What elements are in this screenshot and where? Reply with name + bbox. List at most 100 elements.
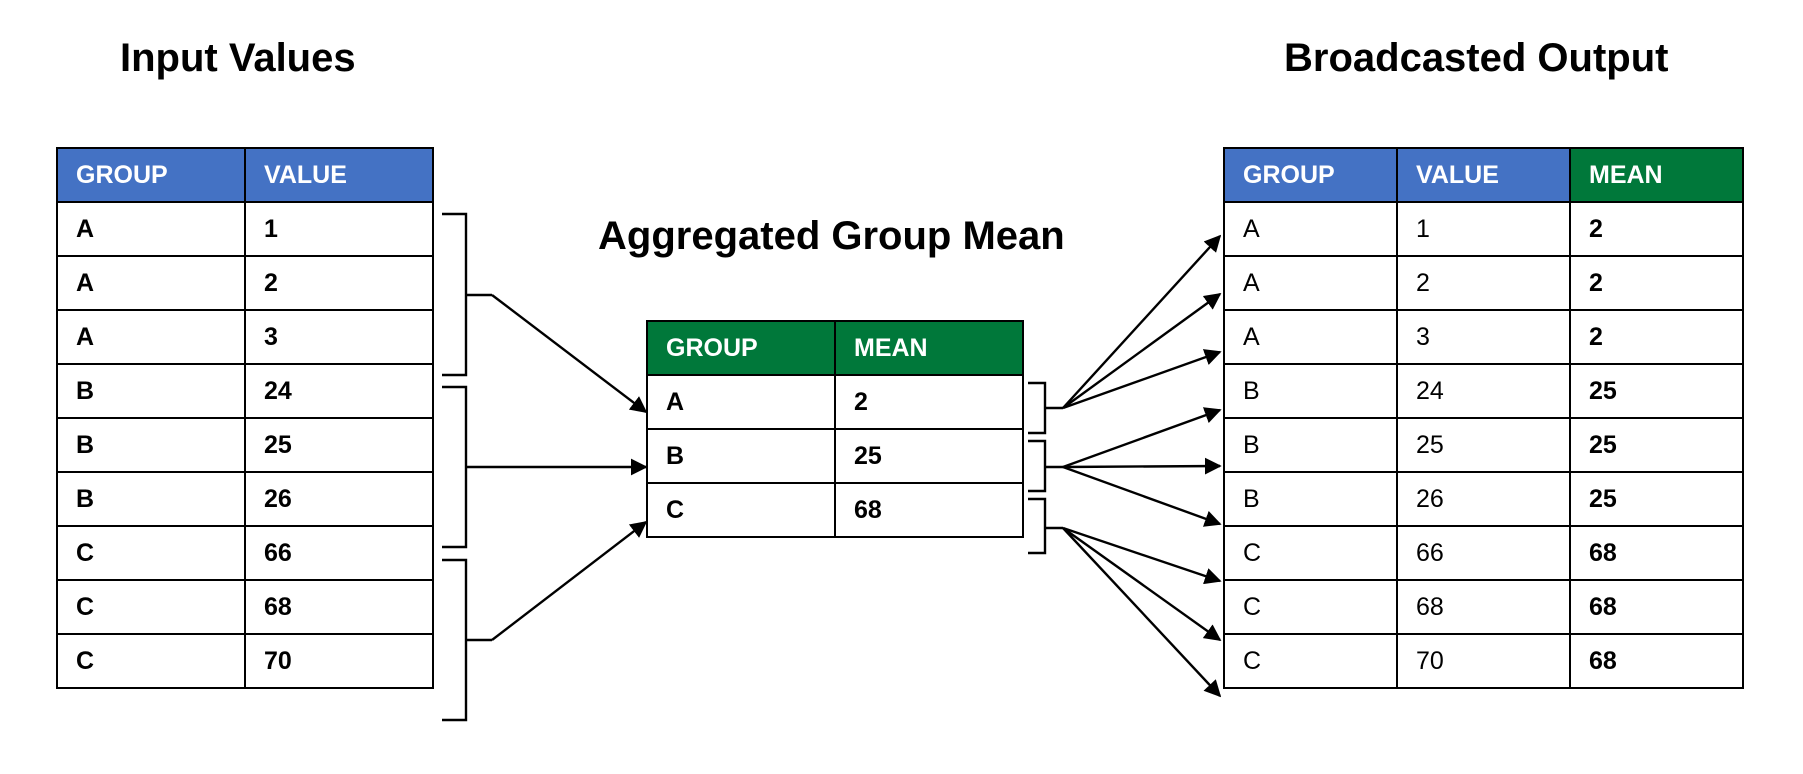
broadcast-arrow-a2 (1062, 293, 1222, 409)
cell-mean: 68 (1569, 525, 1744, 581)
cell-value: 66 (244, 525, 434, 581)
input-values-title: Input Values (120, 36, 356, 80)
header-group: GROUP (646, 320, 836, 376)
cell-group: A (56, 309, 246, 365)
cell-group: B (1223, 363, 1398, 419)
cell-group: C (56, 579, 246, 635)
header-value: VALUE (1396, 147, 1571, 203)
cell-value: 66 (1396, 525, 1571, 581)
bracket-mean-c (1028, 497, 1063, 555)
aggregated-group-mean-title: Aggregated Group Mean (598, 214, 1065, 258)
cell-group: C (1223, 633, 1398, 689)
cell-value: 3 (1396, 309, 1571, 365)
cell-group: A (1223, 201, 1398, 257)
table-header-row: GROUP VALUE MEAN (1223, 147, 1744, 203)
cell-value: 70 (1396, 633, 1571, 689)
broadcast-arrow-b3 (1062, 465, 1222, 527)
broadcast-arrow-c2 (1062, 527, 1222, 641)
cell-value: 68 (1396, 579, 1571, 635)
cell-mean: 2 (1569, 309, 1744, 365)
table-header-row: GROUP VALUE (56, 147, 434, 203)
broadcast-arrow-c3 (1062, 527, 1222, 698)
cell-group: A (56, 255, 246, 311)
cell-group: B (56, 471, 246, 527)
cell-group: C (56, 525, 246, 581)
header-mean: MEAN (834, 320, 1024, 376)
broadcast-arrow-b1 (1062, 407, 1222, 469)
cell-group: B (1223, 471, 1398, 527)
cell-value: 24 (1396, 363, 1571, 419)
broadcasted-output-title: Broadcasted Output (1284, 36, 1669, 80)
broadcast-arrow-a1 (1062, 234, 1222, 409)
cell-value: 2 (1396, 255, 1571, 311)
cell-group: C (56, 633, 246, 689)
cell-mean: 25 (834, 428, 1024, 484)
cell-group: C (1223, 525, 1398, 581)
header-mean: MEAN (1569, 147, 1744, 203)
cell-value: 24 (244, 363, 434, 419)
cell-value: 26 (1396, 471, 1571, 527)
cell-group: A (56, 201, 246, 257)
cell-mean: 2 (1569, 255, 1744, 311)
arrow-group-c-to-mean (491, 520, 648, 641)
cell-value: 25 (244, 417, 434, 473)
cell-mean: 68 (834, 482, 1024, 538)
header-group: GROUP (1223, 147, 1398, 203)
cell-mean: 68 (1569, 579, 1744, 635)
header-value: VALUE (244, 147, 434, 203)
broadcast-arrow-a3 (1062, 349, 1222, 410)
cell-group: B (646, 428, 836, 484)
bracket-group-c (442, 558, 492, 722)
cell-mean: 68 (1569, 633, 1744, 689)
cell-mean: 2 (1569, 201, 1744, 257)
bracket-group-a (442, 212, 492, 377)
cell-group: C (1223, 579, 1398, 635)
cell-value: 26 (244, 471, 434, 527)
cell-group: B (56, 417, 246, 473)
bracket-mean-b (1028, 439, 1063, 493)
bracket-group-b (442, 385, 492, 549)
cell-group: B (56, 363, 246, 419)
cell-group: A (1223, 309, 1398, 365)
cell-group: A (646, 374, 836, 430)
cell-value: 3 (244, 309, 434, 365)
cell-mean: 2 (834, 374, 1024, 430)
cell-value: 70 (244, 633, 434, 689)
cell-group: B (1223, 417, 1398, 473)
bracket-mean-a (1028, 381, 1063, 435)
cell-mean: 25 (1569, 471, 1744, 527)
cell-mean: 25 (1569, 363, 1744, 419)
cell-group: A (1223, 255, 1398, 311)
cell-group: C (646, 482, 836, 538)
header-group: GROUP (56, 147, 246, 203)
table-header-row: GROUP MEAN (646, 320, 1024, 376)
cell-value: 25 (1396, 417, 1571, 473)
cell-value: 68 (244, 579, 434, 635)
arrow-group-a-to-mean (491, 294, 648, 414)
cell-value: 2 (244, 255, 434, 311)
